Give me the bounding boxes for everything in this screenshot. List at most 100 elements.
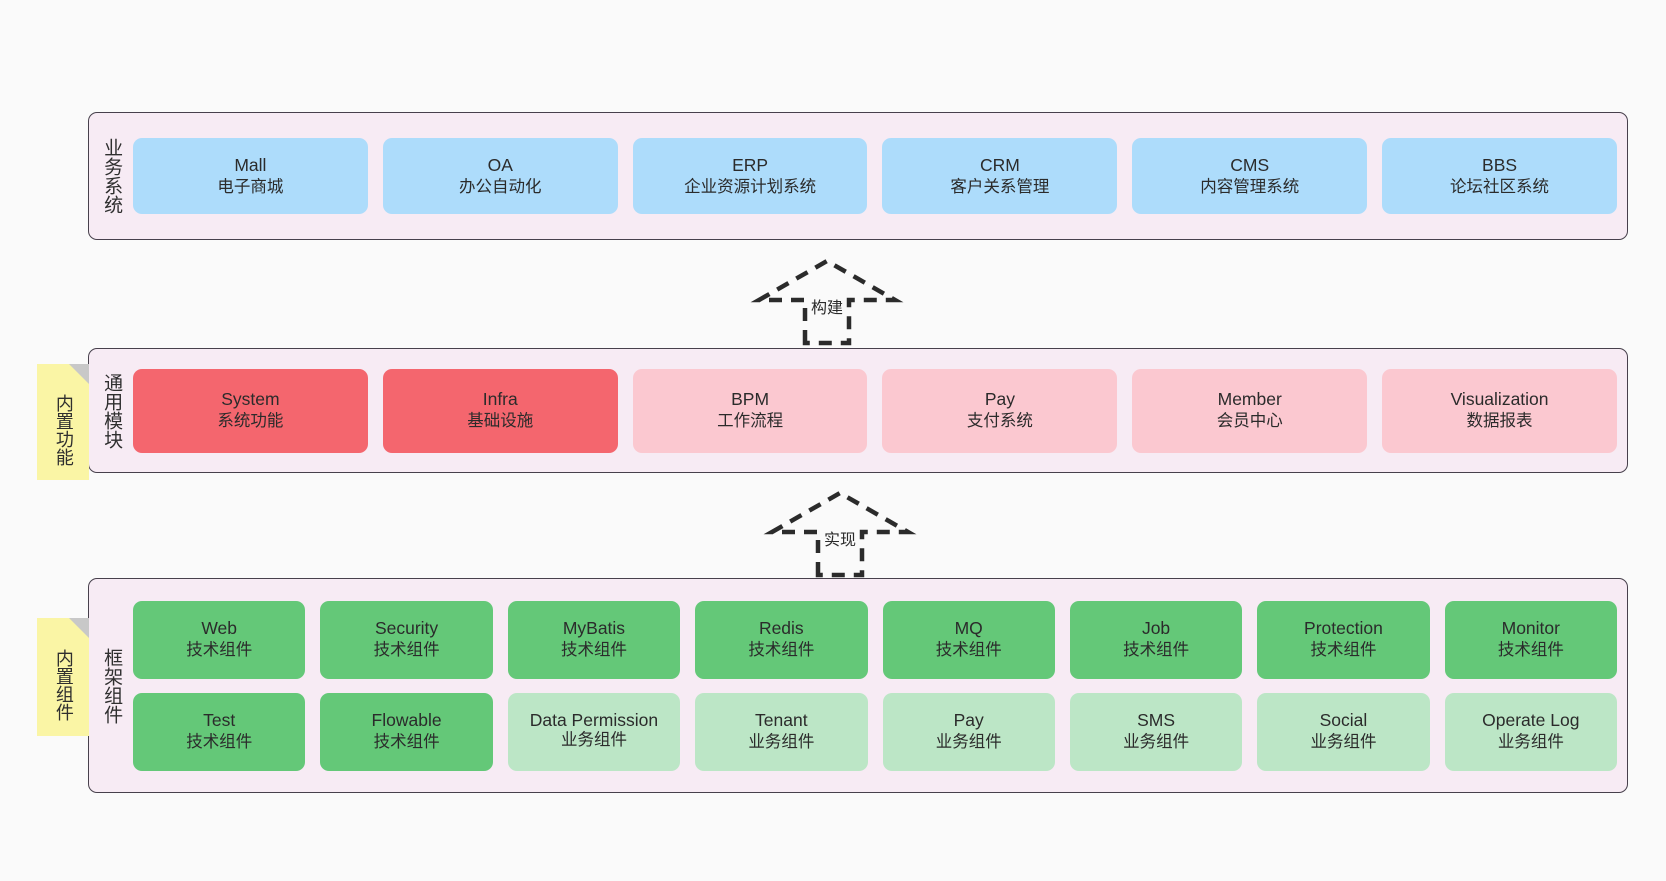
card-operate-log[interactable]: Operate Log 业务组件 xyxy=(1444,692,1617,771)
card-row-business: Test 技术组件 Flowable 技术组件 Data Permission … xyxy=(133,692,1617,771)
layer-framework-components: 框架组件 Web 技术组件 Security 技术组件 MyBatis 技术组件… xyxy=(88,578,1628,793)
card-data-permission[interactable]: Data Permission 业务组件 xyxy=(507,692,681,771)
connector-implement: 实现 xyxy=(763,490,917,580)
card-row: System 系统功能 Infra 基础设施 BPM 工作流程 Pay 支付系统… xyxy=(133,368,1617,453)
card-subtitle: 业务组件 xyxy=(1123,733,1190,752)
card-title: OA xyxy=(487,154,513,175)
card-crm[interactable]: CRM 客户关系管理 xyxy=(882,138,1118,214)
card-sms[interactable]: SMS 业务组件 xyxy=(1069,692,1243,771)
card-title: Pay xyxy=(984,389,1015,410)
card-subtitle: 企业资源计划系统 xyxy=(684,177,817,196)
card-subtitle: 工作流程 xyxy=(717,412,784,431)
card-pay[interactable]: Pay 支付系统 xyxy=(882,368,1118,453)
card-bbs[interactable]: BBS 论坛社区系统 xyxy=(1382,138,1617,214)
card-title: MQ xyxy=(954,618,983,639)
card-job[interactable]: Job 技术组件 xyxy=(1069,600,1243,679)
card-redis[interactable]: Redis 技术组件 xyxy=(695,600,868,679)
sticky-note-label: 内置组件 xyxy=(53,649,74,721)
card-subtitle: 技术组件 xyxy=(1123,641,1190,660)
connector-label: 构建 xyxy=(810,300,844,317)
card-subtitle: 会员中心 xyxy=(1216,412,1283,431)
card-title: Data Permission xyxy=(529,709,659,730)
card-subtitle: 技术组件 xyxy=(186,641,253,660)
card-mq[interactable]: MQ 技术组件 xyxy=(882,600,1055,679)
card-subtitle: 业务组件 xyxy=(560,731,627,750)
layer-body-framework: Web 技术组件 Security 技术组件 MyBatis 技术组件 Redi… xyxy=(133,579,1627,792)
card-title: Job xyxy=(1141,618,1171,639)
card-cms[interactable]: CMS 内容管理系统 xyxy=(1132,138,1368,214)
card-subtitle: 技术组件 xyxy=(935,641,1002,660)
card-subtitle: 客户关系管理 xyxy=(950,177,1050,196)
card-security[interactable]: Security 技术组件 xyxy=(320,600,493,679)
card-title: Visualization xyxy=(1450,389,1549,410)
card-title: Member xyxy=(1217,389,1282,410)
card-subtitle: 技术组件 xyxy=(1310,641,1377,660)
card-subtitle: 论坛社区系统 xyxy=(1450,177,1550,196)
card-subtitle: 内容管理系统 xyxy=(1200,177,1300,196)
card-title: Tenant xyxy=(755,710,808,731)
card-subtitle: 支付系统 xyxy=(966,412,1033,431)
card-row-technical: Web 技术组件 Security 技术组件 MyBatis 技术组件 Redi… xyxy=(133,600,1617,679)
layer-business-systems: 业务系统 Mall 电子商城 OA 办公自动化 ERP 企业资源计划系统 CRM… xyxy=(88,112,1628,240)
card-subtitle: 技术组件 xyxy=(748,641,815,660)
layer-body-common: System 系统功能 Infra 基础设施 BPM 工作流程 Pay 支付系统… xyxy=(133,349,1627,472)
card-social[interactable]: Social 业务组件 xyxy=(1257,692,1430,771)
card-title: BBS xyxy=(1482,154,1518,175)
card-subtitle: 技术组件 xyxy=(560,641,627,660)
card-title: Redis xyxy=(758,618,804,639)
card-mybatis[interactable]: MyBatis 技术组件 xyxy=(507,600,681,679)
card-title: Security xyxy=(374,618,439,639)
sticky-note-builtin-features: 内置功能 xyxy=(37,364,89,480)
card-title: Pay xyxy=(953,710,984,731)
card-mall[interactable]: Mall 电子商城 xyxy=(133,138,368,214)
card-subtitle: 电子商城 xyxy=(217,177,284,196)
layer-title-framework: 框架组件 xyxy=(101,647,123,724)
card-subtitle: 基础设施 xyxy=(467,412,534,431)
card-subtitle: 业务组件 xyxy=(748,733,815,752)
card-title: Test xyxy=(203,710,236,731)
layer-title-business: 业务系统 xyxy=(101,138,123,214)
card-row: Mall 电子商城 OA 办公自动化 ERP 企业资源计划系统 CRM 客户关系… xyxy=(133,138,1617,214)
note-fold-icon xyxy=(69,618,89,638)
card-subtitle: 办公自动化 xyxy=(458,177,542,196)
card-tenant[interactable]: Tenant 业务组件 xyxy=(695,692,868,771)
card-protection[interactable]: Protection 技术组件 xyxy=(1257,600,1430,679)
card-subtitle: 技术组件 xyxy=(186,733,253,752)
card-title: Flowable xyxy=(371,710,442,731)
card-member[interactable]: Member 会员中心 xyxy=(1132,368,1368,453)
card-title: BPM xyxy=(731,389,770,410)
implement-arrow-icon xyxy=(763,490,917,578)
card-visualization[interactable]: Visualization 数据报表 xyxy=(1382,368,1617,453)
card-subtitle: 技术组件 xyxy=(1497,641,1564,660)
card-subtitle: 业务组件 xyxy=(1497,733,1564,752)
card-subtitle: 业务组件 xyxy=(1310,733,1377,752)
card-subtitle: 技术组件 xyxy=(373,733,440,752)
build-arrow-icon xyxy=(750,258,904,346)
layer-title-common: 通用模块 xyxy=(101,372,123,449)
sticky-note-builtin-components: 内置组件 xyxy=(37,618,89,736)
card-test[interactable]: Test 技术组件 xyxy=(133,692,306,771)
card-title: CMS xyxy=(1230,154,1270,175)
card-subtitle: 系统功能 xyxy=(217,412,284,431)
card-system[interactable]: System 系统功能 xyxy=(133,368,368,453)
card-title: Operate Log xyxy=(1482,710,1580,731)
card-oa[interactable]: OA 办公自动化 xyxy=(382,138,618,214)
note-fold-icon xyxy=(69,364,89,384)
connector-label: 实现 xyxy=(823,532,857,549)
card-infra[interactable]: Infra 基础设施 xyxy=(382,368,618,453)
connector-build: 构建 xyxy=(750,258,904,348)
card-erp[interactable]: ERP 企业资源计划系统 xyxy=(632,138,868,214)
sticky-note-label: 内置功能 xyxy=(53,394,74,466)
card-title: Mall xyxy=(234,154,267,175)
card-flowable[interactable]: Flowable 技术组件 xyxy=(320,692,493,771)
card-bpm[interactable]: BPM 工作流程 xyxy=(632,368,868,453)
card-subtitle: 数据报表 xyxy=(1466,412,1533,431)
card-monitor[interactable]: Monitor 技术组件 xyxy=(1444,600,1617,679)
card-pay-business[interactable]: Pay 业务组件 xyxy=(882,692,1055,771)
card-title: Monitor xyxy=(1501,618,1560,639)
card-title: CRM xyxy=(979,154,1020,175)
card-web[interactable]: Web 技术组件 xyxy=(133,600,306,679)
card-subtitle: 业务组件 xyxy=(935,733,1002,752)
card-title: MyBatis xyxy=(562,618,626,639)
